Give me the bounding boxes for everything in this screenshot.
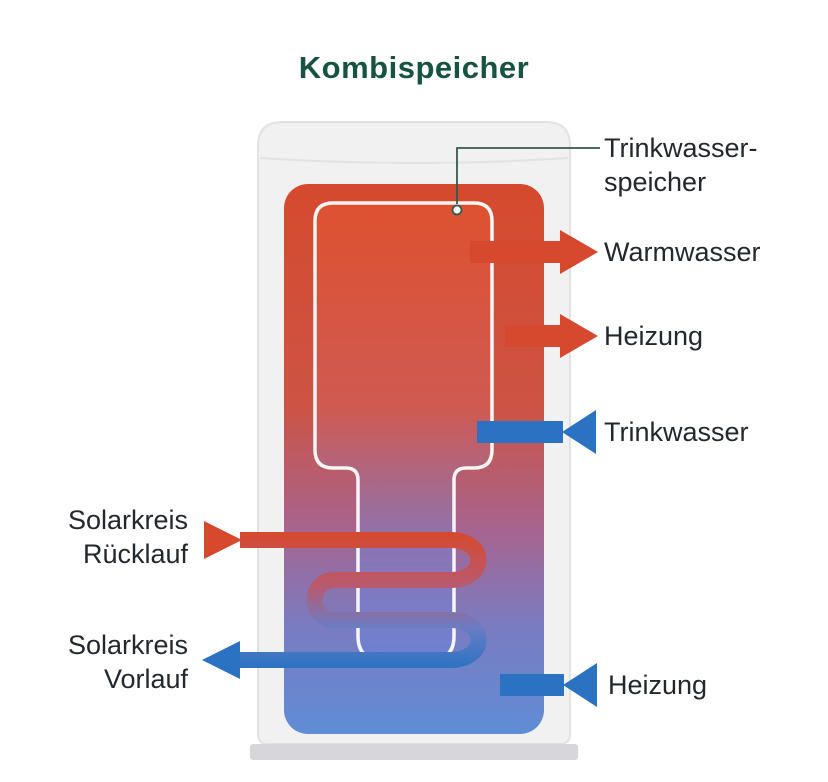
solarkreis-ruecklauf-label: Solarkreis Rücklauf <box>26 503 188 571</box>
heizung-bottom-arrowhead <box>563 663 597 707</box>
trinkwasserspeicher-label-line2: speicher <box>604 167 707 197</box>
heizung-bottom-arrow-shaft <box>500 674 564 696</box>
trinkwasserspeicher-label-line1: Trinkwasser- <box>604 133 758 163</box>
warmwasser-arrowhead <box>560 230 598 274</box>
heizung-top-arrow-shaft <box>505 325 562 347</box>
solarkreis-vorlauf-line1: Solarkreis <box>67 630 188 660</box>
trinkwasser-arrow-shaft <box>477 421 563 443</box>
solarkreis-ruecklauf-line1: Solarkreis <box>67 505 188 535</box>
heizung-bottom-label: Heizung <box>608 670 708 700</box>
trinkwasserspeicher-label: Trinkwasser- speicher <box>604 131 758 199</box>
warmwasser-label: Warmwasser <box>604 237 761 267</box>
heizung-top-label: Heizung <box>604 321 704 351</box>
callout-leader-dot <box>451 204 463 216</box>
callout-leader-line <box>456 147 600 204</box>
solarkreis-ruecklauf-arrowhead <box>204 521 242 559</box>
warmwasser-arrow-shaft <box>470 241 562 263</box>
trinkwasser-arrowhead <box>562 410 596 454</box>
tank-base <box>250 744 578 760</box>
trinkwasser-label: Trinkwasser <box>604 417 749 447</box>
heizung-top-arrowhead <box>560 314 598 358</box>
solarkreis-vorlauf-line2: Vorlauf <box>103 664 188 694</box>
solarkreis-vorlauf-arrowhead <box>202 641 240 679</box>
page-title: Kombispeicher <box>298 50 530 85</box>
tank-lid-line <box>259 157 569 164</box>
solarkreis-ruecklauf-line2: Rücklauf <box>82 539 188 569</box>
solarkreis-vorlauf-label: Solarkreis Vorlauf <box>26 628 188 696</box>
solar-coil <box>240 532 487 668</box>
